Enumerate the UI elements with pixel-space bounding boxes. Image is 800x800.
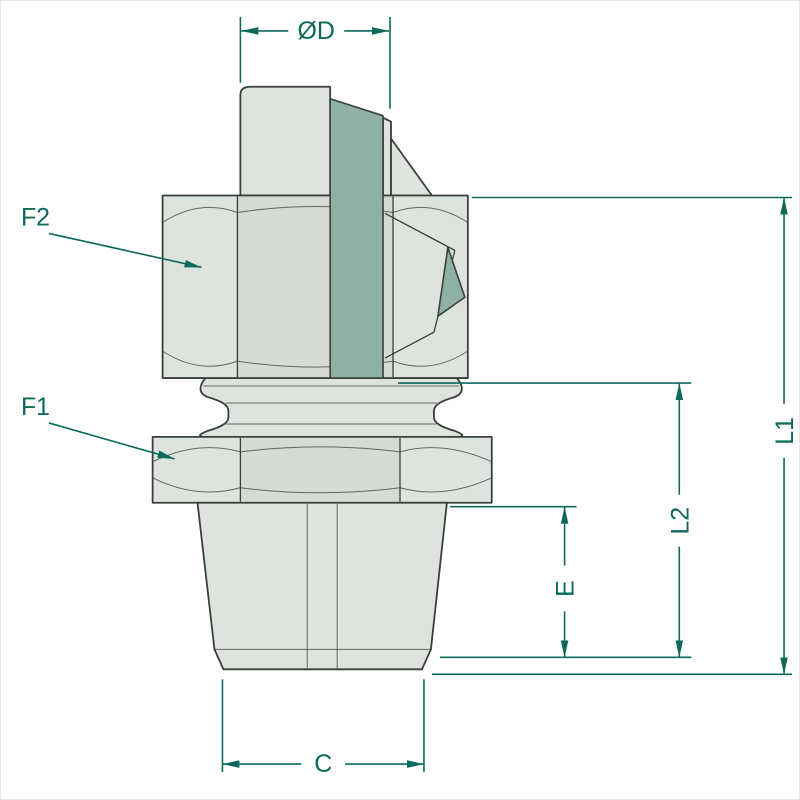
label-mask xyxy=(301,749,346,779)
leader-line xyxy=(48,232,202,269)
dimension-hex-top: F2 xyxy=(21,203,202,269)
label-mask xyxy=(771,403,798,458)
tube-far-wall xyxy=(382,116,392,197)
diameter-label: ØD xyxy=(298,17,335,45)
hex-bottom-label: F1 xyxy=(21,393,50,421)
leader-line xyxy=(48,422,175,460)
ferrule-section-wedge xyxy=(437,246,466,318)
hex-body-f1-chamfer-bottom xyxy=(152,477,492,494)
fitting-part xyxy=(151,85,493,671)
nut-throat-cone xyxy=(390,137,433,197)
hex-top-label: F2 xyxy=(21,203,50,231)
label-mask xyxy=(551,565,578,612)
overall-length-label: L1 xyxy=(771,417,799,445)
dimension-shoulder-length: L2 xyxy=(398,382,694,659)
tube-top xyxy=(239,85,332,197)
label-mask xyxy=(288,14,345,45)
thread-length-label: E xyxy=(552,580,580,597)
shoulder-length-label: L2 xyxy=(666,507,694,535)
dimension-thread-width: C xyxy=(221,679,425,779)
dimension-overall-length: L1 xyxy=(431,196,799,676)
dimension-thread-length: E xyxy=(449,505,580,658)
dimension-diameter: ØD xyxy=(239,14,391,109)
neck-groove xyxy=(199,377,464,438)
hex-body-f1-middle-face xyxy=(240,437,400,502)
threaded-stud xyxy=(196,501,448,671)
label-mask xyxy=(666,494,693,547)
ferrule-cone-edge xyxy=(384,212,456,251)
section-cut-wall xyxy=(329,97,384,379)
dimension-hex-bottom: F1 xyxy=(21,393,175,460)
dimensions: ØD F2 F1 L1 L2 xyxy=(21,14,799,779)
ferrule-lower-edge xyxy=(384,331,435,359)
thread-width-label: C xyxy=(314,750,332,778)
